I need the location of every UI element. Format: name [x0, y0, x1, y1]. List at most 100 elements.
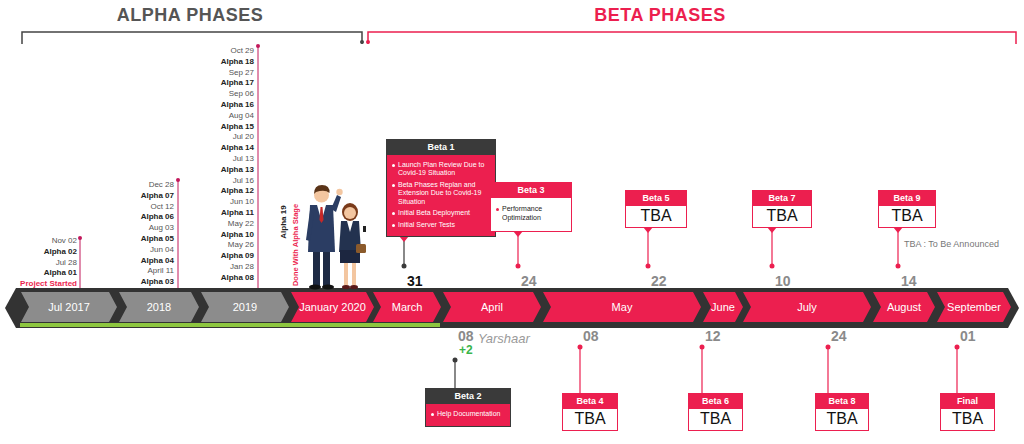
task-row: Help Documentation: [431, 410, 505, 419]
task-row: Launch Plan Review Due to Covid-19 Situa…: [392, 161, 490, 178]
callout-header: Beta 6: [689, 394, 742, 409]
callout-body: Launch Plan Review Due to Covid-19 Situa…: [387, 155, 495, 237]
timeline-segment: July: [742, 292, 872, 322]
timeline-segment: Jul 2017: [20, 292, 118, 322]
phase-status: TBA: [885, 207, 929, 225]
day-number: 14: [901, 273, 917, 289]
task-row: Beta Phases Replan and Extension Due to …: [392, 181, 490, 207]
phase-callout: Beta 9TBA: [878, 190, 936, 228]
alpha-name: Alpha 19: [279, 205, 289, 238]
phase-callout: Beta 4TBA: [562, 393, 618, 431]
leader-line: [771, 232, 772, 266]
leader-dot: [78, 236, 82, 240]
alpha-name: Alpha 11: [221, 208, 254, 218]
phase-status: TBA: [632, 207, 680, 225]
delay-number: +2: [459, 343, 473, 357]
leg: [344, 263, 348, 286]
alpha-leader: [80, 238, 81, 290]
shoe: [322, 285, 334, 290]
alpha-name: Alpha 06: [141, 212, 174, 222]
segment-fill: [291, 292, 374, 322]
leg: [352, 263, 356, 286]
leader-dot: [826, 345, 831, 350]
alpha-name: Alpha 01: [44, 268, 77, 278]
segment-label: May: [612, 301, 633, 313]
hair: [314, 185, 330, 194]
hair: [342, 203, 358, 221]
segment-fill: [703, 292, 743, 322]
alpha-name: Alpha 02: [44, 247, 77, 257]
phase-name: Beta 7: [768, 193, 795, 203]
segment-label: January 2020: [299, 301, 366, 313]
alpha-date: Oct 12: [150, 202, 174, 212]
task-text: Help Documentation: [437, 410, 500, 419]
shoe: [350, 285, 358, 289]
phase-name: Beta 8: [828, 396, 855, 406]
task-text: Launch Plan Review Due to Covid-19 Situa…: [398, 161, 490, 178]
alpha-name: Alpha 14: [221, 143, 254, 153]
segment-label: March: [392, 301, 423, 313]
day-number: 22: [651, 273, 667, 289]
alpha-date: Jul 20: [233, 132, 254, 142]
callout-body: Help Documentation: [426, 404, 510, 426]
alpha-date: Jul 16: [233, 176, 254, 186]
alpha-bracket: [22, 32, 362, 44]
phase-status: TBA: [947, 410, 988, 428]
people-illustration: [306, 185, 366, 290]
arm: [331, 195, 341, 212]
segment-fill: [119, 292, 199, 322]
milestone-note: Done With Alpha Stage: [291, 204, 301, 286]
segment-label: July: [797, 301, 817, 313]
callout-header: Beta 3: [491, 183, 571, 198]
leader-dot: [453, 358, 458, 363]
phase-name: Final: [957, 396, 978, 406]
day-number: 12: [705, 328, 721, 344]
day-number: 08: [458, 328, 474, 344]
leader-line: [647, 232, 648, 266]
callout-body: TBA: [689, 409, 742, 430]
legend-note: TBA : To Be Announced: [904, 239, 999, 250]
alpha-date: Sep 27: [229, 68, 254, 78]
phase-heading: BETA PHASES: [594, 4, 726, 26]
segment-fill: [21, 292, 117, 322]
timeline-segment: May: [542, 292, 702, 322]
timeline-segment: March: [372, 292, 442, 322]
leader-line: [579, 347, 580, 393]
leader-dot: [770, 264, 775, 269]
segment-label: August: [887, 301, 921, 313]
hand: [336, 189, 342, 195]
alpha-date: Dec 28: [149, 180, 174, 190]
callout-body: TBA: [753, 206, 811, 227]
task-text: Performance Optimization: [502, 205, 566, 222]
leader-line: [956, 347, 957, 393]
phase-callout: FinalTBA: [940, 393, 995, 431]
day-number: 24: [521, 273, 537, 289]
shirt: [347, 221, 353, 232]
leg: [323, 248, 330, 286]
callout-header: Beta 7: [753, 191, 811, 206]
leader-line: [897, 232, 898, 266]
alpha-date: May 22: [228, 219, 254, 229]
phone: [363, 226, 366, 232]
timeline-segment: August: [872, 292, 936, 322]
alpha-name: Alpha 03: [141, 277, 174, 287]
segment-fill: [873, 292, 935, 322]
segment-label: September: [947, 301, 1001, 313]
shoe: [342, 285, 350, 289]
alpha-date: Jul 28: [56, 258, 77, 268]
callout-header: Beta 4: [563, 394, 617, 409]
alpha-date: Jan 28: [230, 262, 254, 272]
task-text: Beta Phases Replan and Extension Due to …: [398, 181, 490, 207]
alpha-date: Jun 10: [230, 197, 254, 207]
alpha-leader: [258, 46, 259, 290]
leader-line: [701, 347, 702, 393]
callout-body: TBA: [816, 409, 868, 430]
segment-label: Jul 2017: [48, 301, 90, 313]
phase-name: Beta 1: [427, 142, 454, 152]
leg: [313, 248, 320, 286]
phase-callout: Beta 2Help Documentation: [425, 388, 511, 427]
task-row: Performance Optimization: [496, 205, 566, 222]
alpha-leader: [178, 180, 179, 290]
phase-callout: Beta 7 TBA: [752, 190, 812, 228]
callout-header: Beta 9: [879, 191, 935, 206]
